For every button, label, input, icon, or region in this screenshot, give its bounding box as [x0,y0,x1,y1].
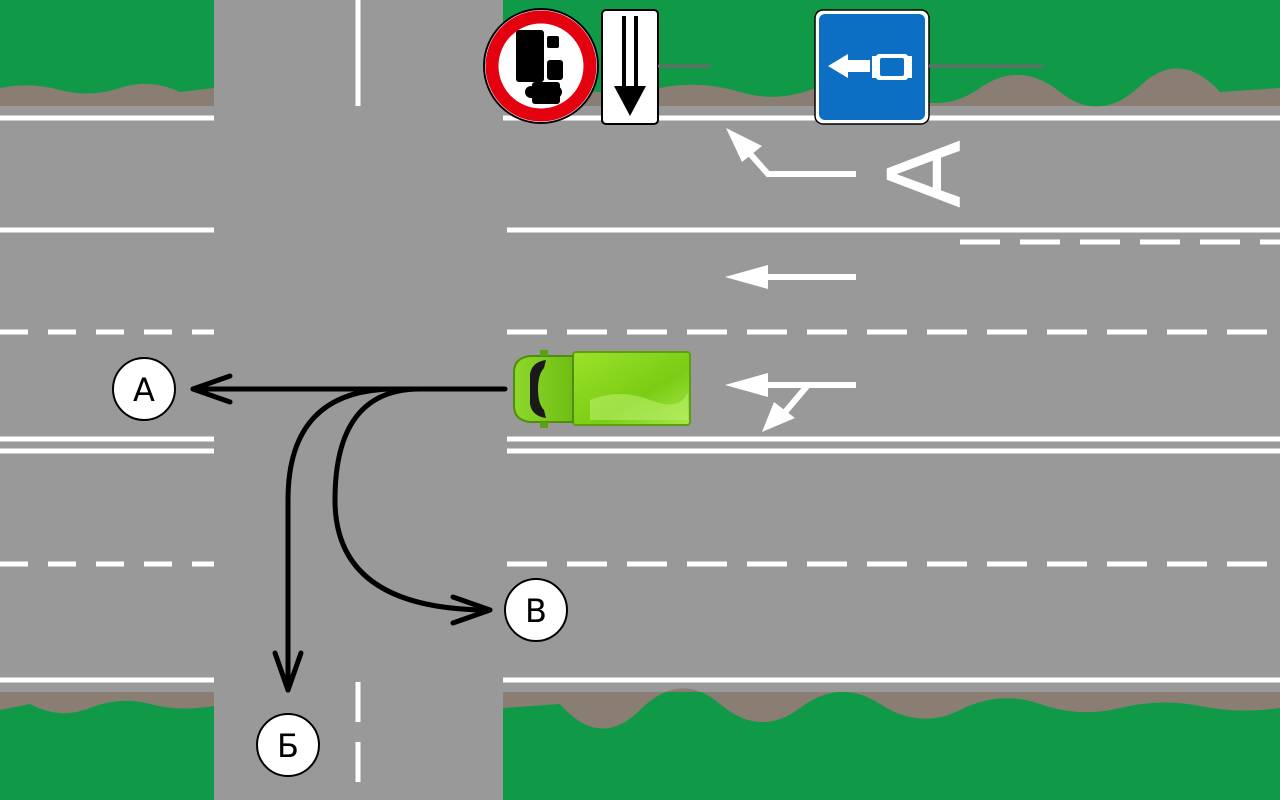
green-truck-icon [513,350,691,428]
straight-arrow [725,265,856,289]
truck-mirror-top [540,350,548,356]
bus-lane-left-turn-arrow [726,128,856,177]
truck-cab [513,355,574,423]
route-label-v: В [504,578,568,642]
route-label-v-text: В [525,592,547,630]
route-b-arrow [272,386,398,693]
downward-arrow-plate [601,9,659,125]
route-a-arrow [190,373,508,405]
route-label-b-text: Б [277,727,299,765]
route-label-a-text: А [133,371,155,409]
curb-top-left [0,83,214,106]
truck-pictogram-icon [516,30,563,104]
no-trucks-sign [483,8,599,124]
straight-or-uturn-arrow [725,373,856,432]
truck-mirror-bottom [540,422,548,428]
curb-bottom-right [503,688,1280,729]
grass-bottom-left [0,692,214,800]
bus-lane-sign [814,9,930,125]
route-v-arrow [332,386,493,626]
route-arrows [190,373,508,693]
cargo-highlight [590,392,688,420]
curb-bottom-left [0,692,214,714]
bus-lane-letter: А [867,140,984,208]
lane-arrows [725,128,856,432]
route-label-a: А [112,357,176,421]
route-label-b: Б [256,713,320,777]
truck-windshield [530,360,546,418]
